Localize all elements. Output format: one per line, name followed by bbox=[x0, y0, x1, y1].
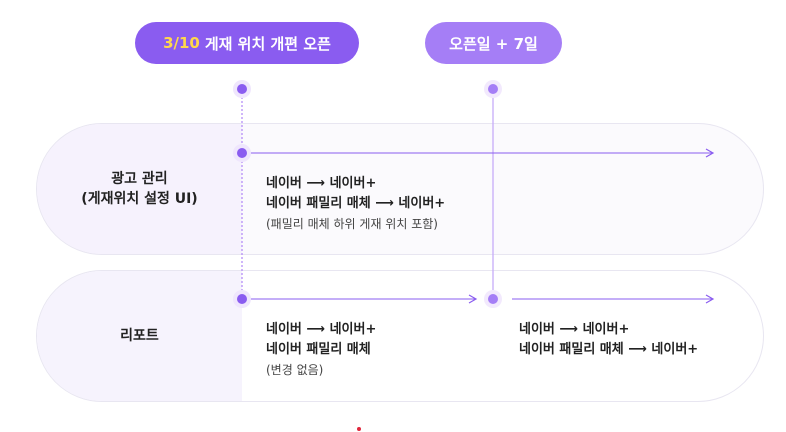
ads-change-note: (패밀리 매체 하위 게재 위치 포함) bbox=[266, 217, 438, 231]
plus7-label: 오픈일 + 7일 bbox=[449, 34, 538, 53]
report-change-cell-1: 네이버 ⟶ 네이버+ 네이버 패밀리 매체 (변경 없음) bbox=[266, 320, 376, 380]
plus7-dot-top-core bbox=[488, 84, 498, 94]
report-title: 리포트 bbox=[37, 271, 242, 401]
ads-change-line2: 네이버 패밀리 매체 ⟶ 네이버+ bbox=[266, 196, 446, 211]
open-date-pill: 3/10 게재 위치 개편 오픈 bbox=[135, 22, 359, 64]
open-date-label: 게재 위치 개편 오픈 bbox=[204, 34, 331, 53]
report-start-dot-core bbox=[237, 294, 247, 304]
open-date: 3/10 bbox=[163, 34, 200, 52]
report-change1-note: (변경 없음) bbox=[266, 363, 324, 377]
report-change2-line2: 네이버 패밀리 매체 ⟶ 네이버+ bbox=[519, 342, 699, 357]
ads-management-row: 광고 관리 (게재위치 설정 UI) 네이버 ⟶ 네이버+ 네이버 패밀리 매체… bbox=[36, 123, 764, 255]
ads-title-line2: (게재위치 설정 UI) bbox=[81, 191, 198, 207]
plus7-pill: 오픈일 + 7일 bbox=[425, 22, 562, 64]
ads-start-dot-core bbox=[237, 148, 247, 158]
ads-change-cell: 네이버 ⟶ 네이버+ 네이버 패밀리 매체 ⟶ 네이버+ (패밀리 매체 하위 … bbox=[266, 174, 445, 234]
report-change2-line1: 네이버 ⟶ 네이버+ bbox=[519, 322, 630, 337]
report-change1-line2: 네이버 패밀리 매체 bbox=[266, 342, 371, 357]
report-plus7-dot-core bbox=[488, 294, 498, 304]
report-row: 리포트 네이버 ⟶ 네이버+ 네이버 패밀리 매체 (변경 없음) 네이버 ⟶ … bbox=[36, 270, 764, 402]
ads-management-title: 광고 관리 (게재위치 설정 UI) bbox=[37, 124, 242, 254]
report-change1-line1: 네이버 ⟶ 네이버+ bbox=[266, 322, 377, 337]
red-marker bbox=[357, 427, 361, 431]
report-change-cell-2: 네이버 ⟶ 네이버+ 네이버 패밀리 매체 ⟶ 네이버+ bbox=[519, 320, 698, 360]
ads-title-line1: 광고 관리 bbox=[111, 171, 168, 187]
ads-change-line1: 네이버 ⟶ 네이버+ bbox=[266, 176, 377, 191]
open-date-dot-top-core bbox=[237, 84, 247, 94]
